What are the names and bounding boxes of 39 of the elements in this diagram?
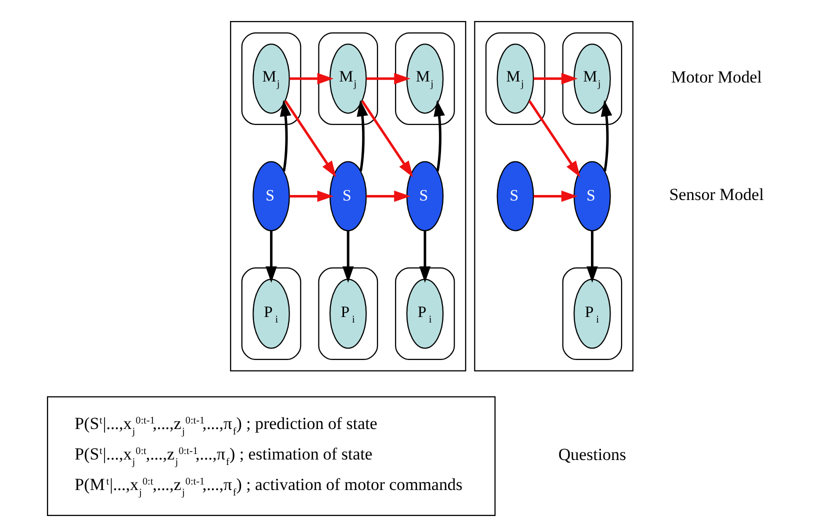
arrow [289,190,334,202]
arrow [528,100,580,178]
label: Questions [558,445,626,464]
arrow [418,230,430,283]
arrow [366,72,410,84]
arrow [366,190,410,202]
node-ellipse: M$_{j}$ [406,44,444,114]
arrow [533,72,578,84]
arrow [533,190,578,202]
arrow [265,230,276,283]
node-ellipse: S [252,161,290,232]
node-ellipse: M$_{j}$ [573,44,610,114]
node-ellipse: P$_{i}$ [252,278,290,349]
node-ellipse: S [573,161,610,232]
arrow [600,100,612,172]
node-ellipse: S [496,161,534,232]
arrow [289,72,334,84]
node-ellipse: M$_{j}$ [328,44,366,114]
node-ellipse: M$_{j}$ [496,44,534,114]
arrow [433,100,444,172]
node-ellipse: P$_{i}$ [328,278,366,349]
arrow [356,100,368,172]
arrow [586,230,598,283]
cluster [484,32,545,125]
label: Motor Model [670,68,762,87]
node-ellipse: P$_{i}$ [406,278,444,349]
cluster [474,21,633,372]
node-box: P(S$^{t}$|...,x$_{j}$$^{0:t-1}$,...,z$_{j}$$^{0:t-1}$,...,π$_{f}$) ; prediction of state P(S$^{t}$|...,x$_{j}$$^{0:t}$,...,z$_{j}$$^{0:t-1}$,...,π$_{f}$) ; estimation of state P(M$^{t}$|...,x$_{j}$$^{0:t}$,...,z$_{j}$$^{0:t-1}$,...,π$_{f}$) ; activation of motor commands [46,396,496,516]
arrow [360,100,413,178]
arrow [279,100,291,172]
node-ellipse: M$_{j}$ [252,44,290,114]
node-ellipse: S [328,161,366,232]
node-ellipse: S [406,161,444,232]
cluster [230,21,466,372]
label: Sensor Model [668,185,764,204]
cluster [240,32,301,125]
node-ellipse: P$_{i}$ [573,278,610,349]
arrow [342,230,354,283]
arrow [284,100,336,178]
